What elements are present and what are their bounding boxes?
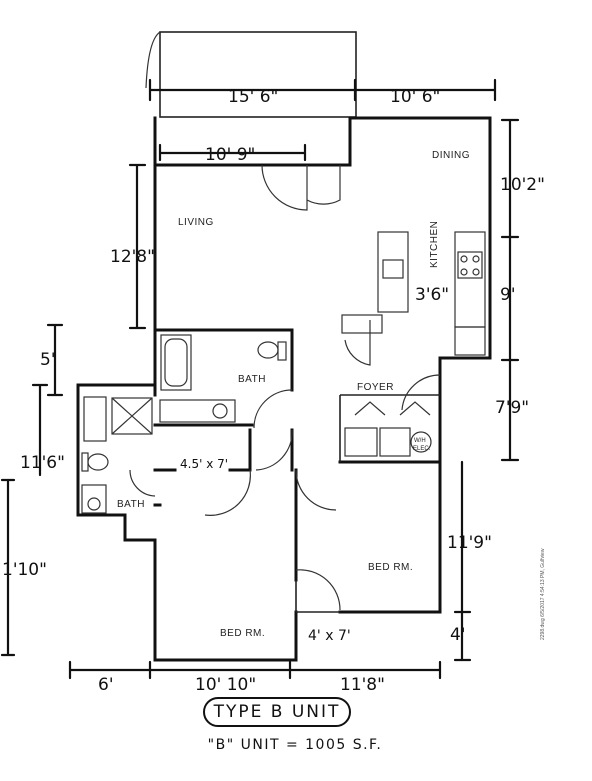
- label-elec: ELEC.: [413, 446, 431, 452]
- drawing-stamp: 2298.dwg 6/5/2017 4:54:13 PM, Gulfview: [540, 548, 546, 640]
- room-label-living: LIVING: [178, 217, 214, 228]
- room-label-bath-second: BATH: [117, 499, 145, 510]
- plan-subtitle: "B" UNIT = 1005 S.F.: [207, 737, 383, 753]
- room-label-bed-left: BED RM.: [220, 628, 265, 639]
- dim-bottom-left: 6': [98, 675, 114, 695]
- kitchen-counters: [341, 231, 486, 356]
- dimension-lines: [0, 78, 520, 680]
- dim-closet-main: 4.5' x 7': [180, 457, 228, 471]
- dim-top-right: 10' 6": [390, 87, 440, 107]
- dim-right-foyer: 7'9": [495, 398, 529, 418]
- room-label-bath-main: BATH: [238, 374, 266, 385]
- dim-left-bath: 5': [40, 350, 56, 370]
- room-label-dining: DINING: [432, 150, 470, 161]
- dim-right-dining: 10'2": [500, 175, 545, 195]
- dim-left-bath2: 11'6": [20, 453, 65, 473]
- dim-bottom-mid: 10' 10": [195, 675, 256, 695]
- dim-closet-bed: 4' x 7': [308, 628, 351, 644]
- room-label-bed-right: BED RM.: [368, 562, 413, 573]
- interior-walls: [153, 328, 442, 612]
- bath-fixtures: [81, 334, 432, 514]
- dim-right-bed: 11'9": [447, 533, 492, 553]
- dim-right-kitchen: 9': [500, 285, 516, 305]
- dim-bottom-right: 11'8": [340, 675, 385, 695]
- dim-living-height: 12'8": [110, 247, 155, 267]
- room-label-kitchen: KITCHEN: [429, 221, 440, 268]
- room-label-foyer: FOYER: [357, 382, 394, 393]
- dim-top-left: 15' 6": [228, 87, 278, 107]
- exterior-walls: [76, 116, 492, 662]
- dim-living-width: 10' 9": [205, 145, 255, 165]
- plan-title: TYPE B UNIT: [203, 697, 351, 727]
- door-swings: [129, 164, 441, 611]
- dim-kitchen-depth: 3'6": [415, 285, 449, 305]
- dim-left-bed: 1'10": [2, 560, 47, 580]
- patio: [145, 31, 357, 118]
- label-wh: W/H: [414, 438, 426, 444]
- dim-right-small: 4': [450, 625, 466, 645]
